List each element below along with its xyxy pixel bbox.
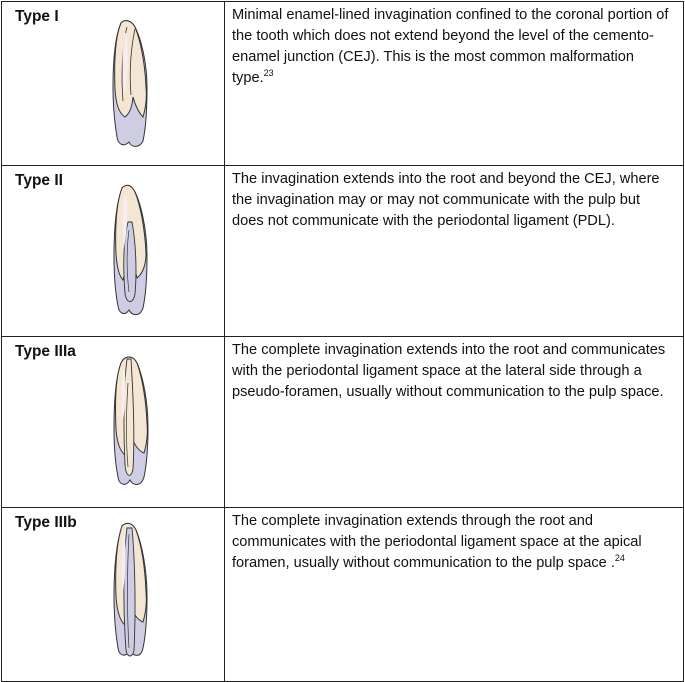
description-cell: The complete invagination extends into t… [224, 336, 684, 508]
description-text: The invagination extends into the root a… [232, 171, 660, 229]
description-cell: The invagination extends into the root a… [224, 165, 684, 337]
type-cell: Type II [1, 165, 225, 337]
reference-marker: 23 [263, 68, 274, 79]
type-label: Type IIIb [15, 514, 77, 531]
type-label: Type IIIa [15, 343, 76, 360]
table-row: Type IIIb The complete invagination exte… [1, 507, 684, 682]
type-cell: Type IIIa [1, 336, 225, 508]
table-row: Type I Minimal enamel-lined invagination… [1, 1, 684, 166]
tooth-type-2-illustration [113, 184, 148, 316]
description-cell: Minimal enamel-lined invagination confin… [224, 1, 684, 166]
type-cell: Type IIIb [1, 507, 225, 682]
reference-marker: 24 [614, 553, 625, 564]
type-label: Type II [15, 172, 63, 189]
tooth-type-1-illustration [112, 20, 148, 147]
description-text: Minimal enamel-lined invagination confin… [232, 7, 669, 86]
description-text: The complete invagination extends into t… [232, 342, 666, 400]
table-row: Type IIIa The complete invagination exte… [1, 336, 684, 508]
tooth-type-3a-illustration [113, 356, 149, 485]
type-cell: Type I [1, 1, 225, 166]
description-cell: The complete invagination extends throug… [224, 507, 684, 682]
tooth-type-3b-illustration [113, 522, 148, 657]
type-label: Type I [15, 8, 59, 25]
description-text: The complete invagination extends throug… [232, 513, 642, 571]
table-row: Type II The invagination extends into th… [1, 165, 684, 337]
